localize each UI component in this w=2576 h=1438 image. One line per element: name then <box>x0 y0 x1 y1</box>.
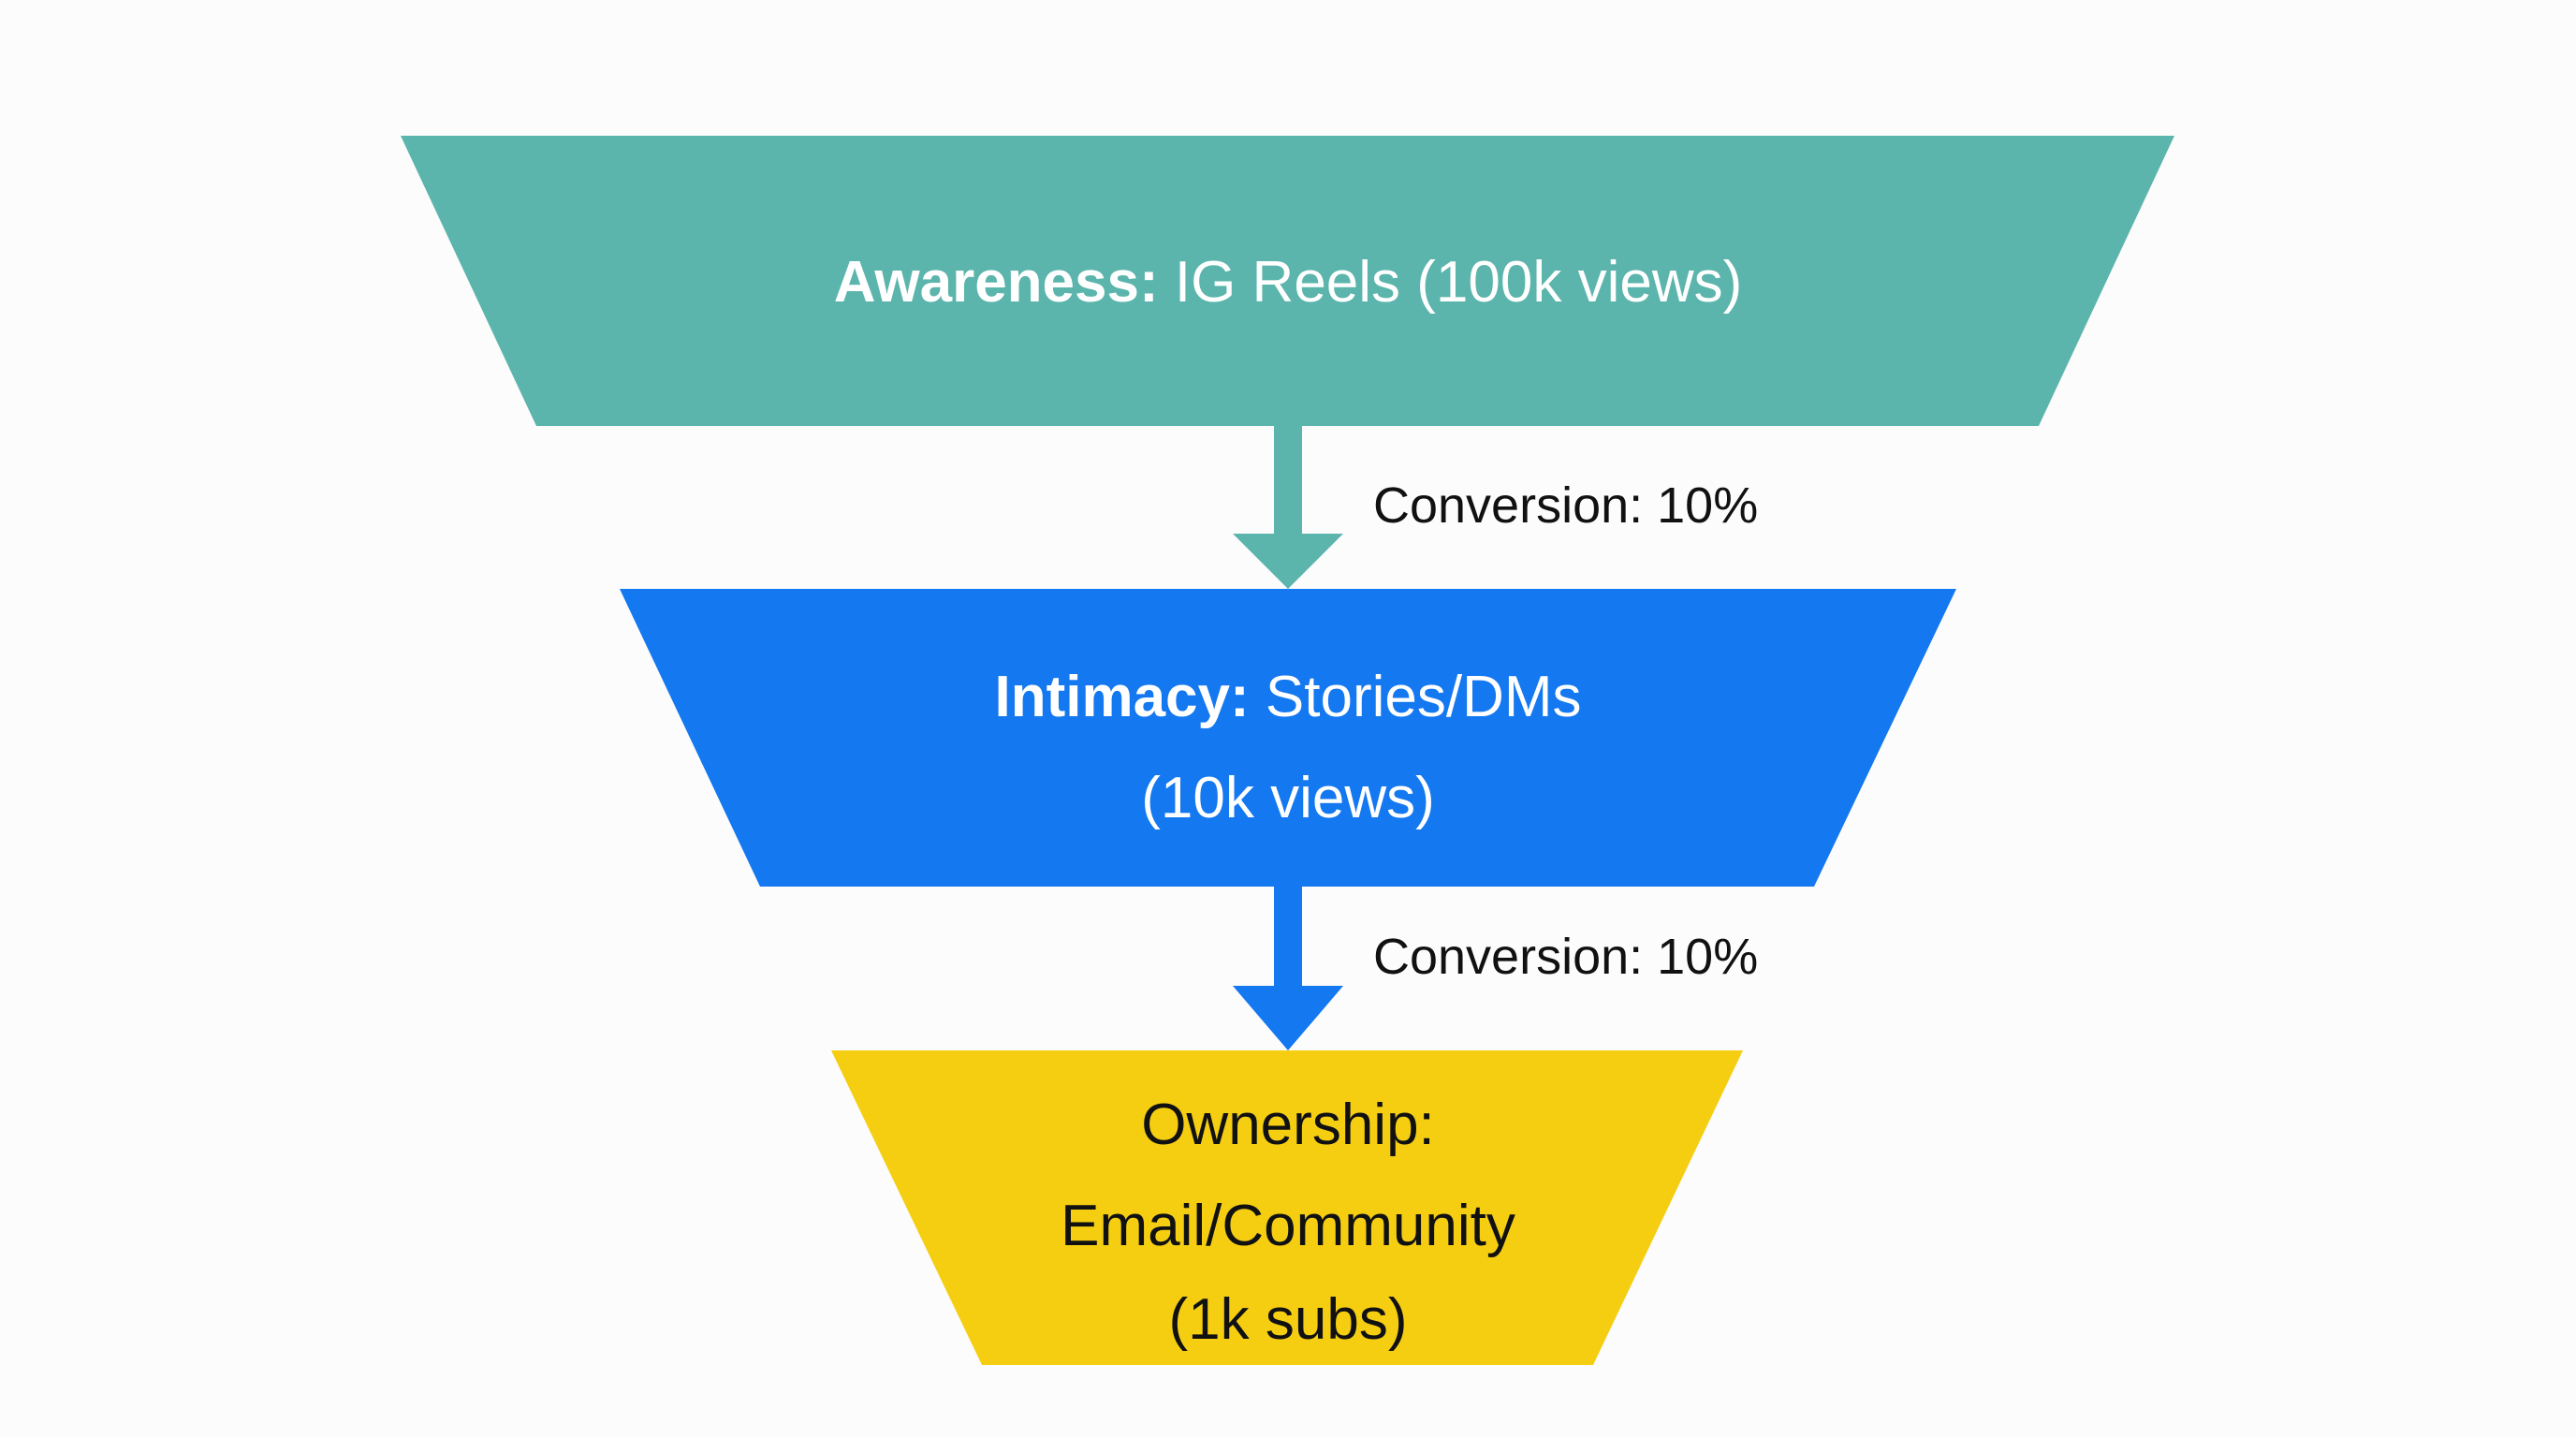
funnel-stage-ownership-metric: (1k subs) <box>1169 1287 1408 1352</box>
funnel-stage-ownership-detail: Email/Community <box>1061 1194 1515 1258</box>
funnel-stage-intimacy-label: Intimacy: Stories/DMs <box>994 665 1581 729</box>
connector-intimacy-to-ownership: Conversion: 10% <box>1233 887 1758 1050</box>
funnel-stage-ownership-lead: Ownership: <box>1141 1093 1435 1157</box>
connector-awareness-to-intimacy: Conversion: 10% <box>1233 426 1758 589</box>
funnel-stage-awareness-lead: Awareness: <box>834 250 1159 315</box>
funnel-stage-intimacy-shape[interactable] <box>620 589 1956 887</box>
connector-awareness-to-intimacy-label: Conversion: 10% <box>1373 477 1758 534</box>
connector-intimacy-to-ownership-label: Conversion: 10% <box>1373 929 1758 985</box>
funnel-stage-intimacy-metric: (10k views) <box>1141 766 1435 830</box>
funnel-stage-awareness-label: Awareness: IG Reels (100k views) <box>834 250 1743 315</box>
funnel-stage-awareness-shape[interactable] <box>401 136 2174 426</box>
funnel-stage-ownership-shape[interactable] <box>831 1050 1743 1365</box>
funnel-stage-awareness-detail: IG Reels (100k views) <box>1159 250 1743 315</box>
down-arrow-icon <box>1233 426 1343 589</box>
funnel-stage-intimacy-detail: Stories/DMs <box>1250 665 1582 729</box>
funnel-stage-intimacy-lead: Intimacy: <box>994 665 1249 729</box>
down-arrow-icon <box>1233 887 1343 1050</box>
